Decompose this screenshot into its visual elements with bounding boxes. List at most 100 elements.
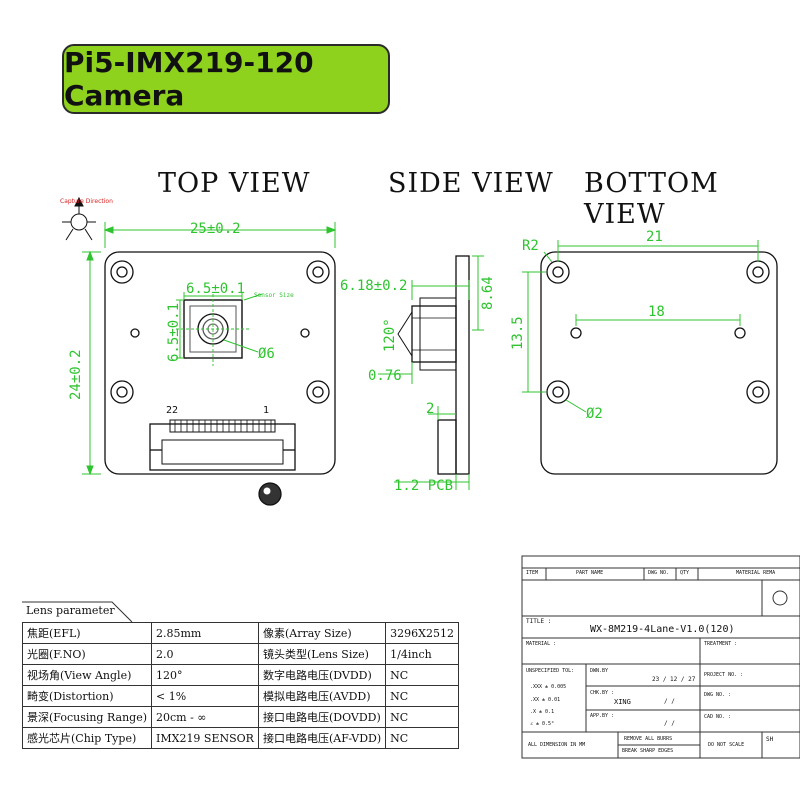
top-mounting-holes: [110, 260, 330, 404]
top-width-dim: 25±0.2: [190, 221, 241, 237]
tb-qty: QTY: [680, 570, 690, 576]
top-view-title: TOP VIEW: [158, 168, 311, 199]
lens-cell: 数字电路电压(DVDD): [257, 664, 387, 686]
lens-cell: 接口电路电压(AF-VDD): [257, 727, 387, 749]
bottom-21-dim: 21: [646, 229, 663, 245]
tb-app-date: / /: [664, 720, 675, 727]
pin-22-label: 22: [166, 405, 178, 416]
tb-sh: SH: [766, 736, 774, 743]
tb-all-dimension: ALL DIMENSION IN MM: [528, 742, 586, 748]
tb-chk-date: / /: [664, 698, 675, 705]
sensor-height-dim: 6.5±0.1: [166, 303, 182, 362]
lens-cell: 20cm - ∞: [151, 706, 259, 728]
tb-material-remark: MATERIAL REMA: [736, 570, 776, 576]
lens-diameter-dim: Ø6: [258, 346, 275, 362]
tb-cad-no: CAD NO. :: [704, 714, 732, 720]
tb-remove-burrs: REMOVE ALL BURRS: [624, 736, 673, 742]
lens-cell: 3296X2512: [385, 622, 459, 644]
side-angle-dim: 120°: [382, 318, 398, 352]
bottom-135-dim: 13.5: [510, 316, 526, 350]
tb-title-label: TITLE :: [526, 618, 552, 625]
lens-cell: < 1%: [151, 685, 259, 707]
bottom-board-outline: [540, 251, 778, 475]
side-view-dimensions: [378, 255, 484, 490]
page-title: Pi5-IMX219-120 Camera: [64, 46, 314, 112]
lens-cell: 2.85mm: [151, 622, 259, 644]
tb-project-no: PROJECT NO. :: [704, 672, 744, 678]
lens-cell: 120°: [151, 664, 259, 686]
lens-cell: NC: [385, 706, 459, 728]
side-pcb: [455, 255, 470, 475]
lens-cell: 焦距(EFL): [22, 622, 152, 644]
top-height-dim: 24±0.2: [68, 349, 84, 400]
title-block-frame: [521, 555, 800, 759]
tb-tol-3: .X ± 0.1: [530, 709, 555, 715]
bottom-mounting-holes: [546, 260, 770, 404]
tb-title-value: WX-8M219-4Lane-V1.0(120): [590, 624, 735, 635]
top-board-outline: [104, 251, 336, 475]
tb-tol-1: .XXX ± 0.005: [530, 684, 567, 690]
tb-part-name: PART NAME: [576, 570, 604, 576]
bottom-hole-dim: Ø2: [586, 406, 603, 422]
tb-treatment: TREATMENT :: [704, 641, 738, 647]
lens-cell: 景深(Focusing Range): [22, 706, 152, 728]
tb-unspecified-tol: UNSPECIFIED TOL:: [526, 668, 575, 674]
side-connector: [437, 419, 457, 475]
title-badge: Pi5-IMX219-120 Camera: [62, 44, 390, 114]
sensor-note: Sensor Size: [254, 292, 294, 299]
bottom-view-dimensions: [522, 240, 759, 413]
lens-cell: 光圈(F.NO): [22, 643, 152, 665]
tb-date: 23 / 12 / 27: [652, 676, 696, 683]
lens-row: 畸变(Distortion)< 1%模拟电路电压(AVDD)NC: [22, 685, 459, 707]
lens-cell: 1/4inch: [385, 643, 459, 665]
lens-parameter-tab: [22, 601, 133, 623]
tb-break-edges: BREAK SHARP EDGES: [622, 748, 674, 754]
tb-do-not-scale: DO NOT SCALE: [708, 742, 745, 748]
lens-cell: 接口电路电压(DOVDD): [257, 706, 387, 728]
side-864-dim: 8.64: [480, 276, 496, 310]
lens-row: 视场角(View Angle)120°数字电路电压(DVDD)NC: [22, 664, 459, 686]
side-2-dim: 2: [426, 401, 434, 417]
fpc-connector: [149, 423, 296, 471]
lens-row: 景深(Focusing Range)20cm - ∞接口电路电压(DOVDD)N…: [22, 706, 459, 728]
lens-cell: NC: [385, 685, 459, 707]
lens-cell: 像素(Array Size): [257, 622, 387, 644]
pin-1-label: 1: [263, 405, 269, 416]
top-view: [62, 196, 336, 506]
lens-cell: NC: [385, 664, 459, 686]
side-view-title: SIDE VIEW: [388, 168, 554, 199]
lens-cell: 畸变(Distortion): [22, 685, 152, 707]
lens-cell: IMX219 SENSOR: [151, 727, 259, 749]
lens-cell: 镜头类型(Lens Size): [257, 643, 387, 665]
lens-cell: 2.0: [151, 643, 259, 665]
tb-item: ITEM: [526, 570, 539, 576]
sensor-width-dim: 6.5±0.1: [186, 281, 245, 297]
capture-direction-label: Capture Direction: [60, 198, 113, 205]
bottom-18-dim: 18: [648, 304, 665, 320]
bottom-view: [540, 251, 778, 475]
lens-parameter-header: Lens parameter: [26, 604, 115, 617]
tb-dwn-by: DWN.BY: [590, 668, 609, 674]
side-618-dim: 6.18±0.2: [340, 278, 407, 294]
tb-tol-2: .XX ± 0.01: [530, 697, 561, 703]
tb-chk-by: CHK.BY :: [590, 690, 615, 696]
tb-dwg-no-2: DWG NO. :: [704, 692, 732, 698]
side-lens-body: [411, 305, 457, 363]
tb-app-by: APP.BY :: [590, 713, 615, 719]
side-076-dim: 0.76: [368, 368, 402, 384]
lens-cell: 视场角(View Angle): [22, 664, 152, 686]
tb-dwg-no: DWG NO.: [648, 570, 670, 576]
capture-direction-icon: [62, 196, 96, 241]
lens-cell: NC: [385, 727, 459, 749]
tb-material-label: MATERIAL :: [526, 641, 557, 647]
tb-chk-name: XING: [614, 698, 631, 706]
lens-cell: 感光芯片(Chip Type): [22, 727, 152, 749]
bottom-view-title: BOTTOM VIEW: [584, 168, 719, 230]
bottom-r2-dim: R2: [522, 238, 539, 254]
side-view: [397, 255, 470, 475]
